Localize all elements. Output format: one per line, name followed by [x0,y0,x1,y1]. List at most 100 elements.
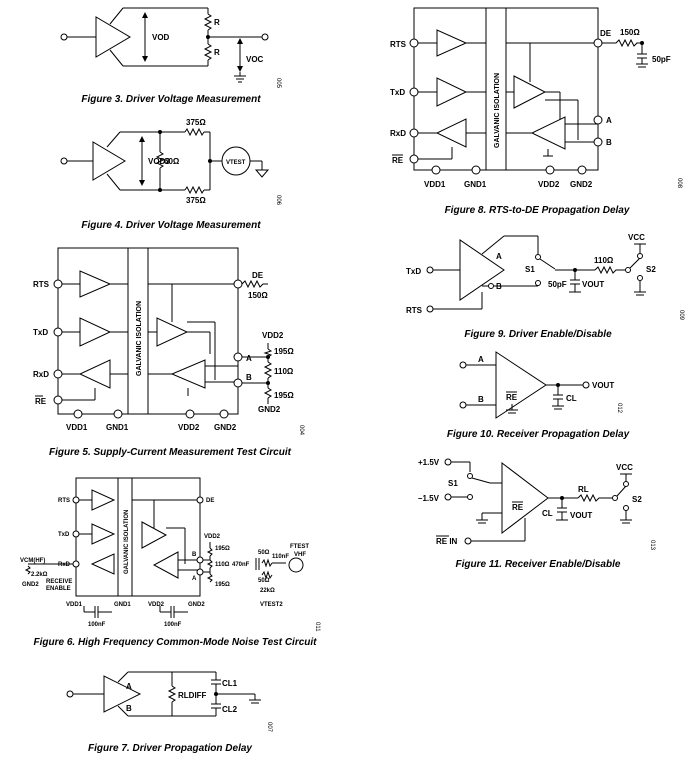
c100a-label: 100nF [88,622,106,628]
a-label: A [496,252,502,261]
rts-label: RTS [390,40,407,49]
isolation-barrier [117,477,133,597]
figure-4-driver-voltage: VOD3 60Ω 375Ω 375Ω VTEST 006 Figure 4. D… [60,118,281,231]
m15-label: –1.5V [418,494,440,503]
b-label: B [246,373,252,382]
vdd2-bottom-label: VDD2 [178,423,200,432]
driver-triangle [459,239,505,301]
voc-label: VOC [246,55,264,64]
figure-code: 006 [275,195,281,206]
figure-code: 009 [678,310,684,321]
re-label: RE [512,503,524,512]
figure-code: 011 [314,622,320,632]
figure-code: 013 [649,540,655,551]
figure-10-caption: Figure 10. Receiver Propagation Delay [447,429,630,440]
txd-label: TxD [406,267,421,276]
s2-label: S2 [632,495,642,504]
figure-11-caption: Figure 11. Receiver Enable/Disable [456,559,621,570]
txd-pin [53,327,63,337]
figure-6-caption: Figure 6. High Frequency Common-Mode Noi… [34,637,318,648]
s1-label: S1 [525,265,535,274]
r110-label: 110Ω [215,562,230,568]
s1-label: S1 [448,479,458,488]
isolation-barrier [127,247,149,415]
cl2-label: CL2 [222,705,238,714]
gnd2-left-label: GND2 [22,582,39,588]
driver-triangle [92,141,126,181]
vhf-label: VHF [294,552,306,558]
vout-label: VOUT [582,280,604,289]
r50-top-label: 50Ω [258,550,270,556]
figure-6-common-mode-noise: GALVANIC ISOLATION RTS DE TxD RxD B A VD… [20,477,320,648]
s2-label: S2 [646,265,656,274]
r375-top-label: 375Ω [186,118,206,127]
gnd1-label: GND1 [464,180,487,189]
vdd2-label: VDD2 [204,534,221,540]
re-label: RE [35,397,47,406]
a-label: A [126,682,132,691]
a-label: A [606,116,612,125]
re-label: RE [506,393,518,402]
driver-triangle [513,75,547,109]
de-label: DE [206,498,214,504]
receiver-triangle [530,116,566,150]
vod-label: VOD [152,33,170,42]
vcc-label: VCC [616,463,633,472]
figure-3-driver-voltage: VOD R R VOC 005 Figure 3. Driver Voltage… [60,7,281,105]
vdd2-label: VDD2 [538,180,560,189]
rts-label: RTS [33,280,50,289]
c110-label: 110nF [272,554,289,560]
receiver-triangle [495,351,547,419]
r195-bottom-label: 195Ω [215,582,230,588]
b-label: B [478,395,484,404]
figure-code: 004 [298,425,304,436]
figure-8-rts-de-delay: GALVANIC ISOLATION RTS DE 150Ω 50pF TxD … [390,7,682,216]
r-bottom-label: R [214,48,220,57]
figure-code: 008 [676,178,682,189]
txd-label: TxD [33,328,48,337]
r375-bottom-label: 375Ω [186,196,206,205]
cl-label: CL [566,394,577,403]
vhf-source-icon [288,557,304,573]
a-pin [233,352,243,362]
vdd1-label: VDD1 [66,602,83,608]
vcm-label: VCM(HF) [20,558,45,564]
b-label: B [192,552,197,558]
isolation-label: GALVANIC ISOLATION [124,510,130,574]
r195-top-label: 195Ω [215,546,230,552]
de-label: DE [252,271,264,280]
figure-5-supply-current: GALVANIC ISOLATION RTS DE 150Ω TxD RxD [33,247,304,458]
cl1-label: CL1 [222,679,238,688]
figure-7-driver-prop-delay: A B RLDIFF CL1 CL2 007 Figure 7. Driver … [66,671,272,754]
rts-label: RTS [58,498,70,504]
rxd-pin [53,369,63,379]
vout-label: VOUT [592,381,614,390]
cl-label: CL [542,509,553,518]
r110-label: 110Ω [274,367,294,376]
txd-label: TxD [390,88,405,97]
gnd1-label: GND1 [106,423,129,432]
p15-label: +1.5V [418,458,440,467]
rts-pin [53,279,63,289]
gnd2-bottom-label: GND2 [214,423,237,432]
figure-11-receiver-enable: +1.5V S1 –1.5V RE CL VOUT RL [418,458,655,570]
b-pin [233,378,243,388]
rxd-label: RxD [58,562,71,568]
figure-8-caption: Figure 8. RTS-to-DE Propagation Delay [445,205,630,216]
receiver-triangle [501,461,549,535]
figure-5-caption: Figure 5. Supply-Current Measurement Tes… [49,447,292,458]
c470-label: 470nF [232,562,250,568]
figure-code: 007 [266,722,272,733]
figure-7-caption: Figure 7. Driver Propagation Delay [88,743,252,754]
re-label: RE [392,156,404,165]
c50-label: 50pF [548,280,567,289]
c100b-label: 100nF [164,622,182,628]
b-label: B [126,704,132,713]
vdd2-label: VDD2 [262,331,284,340]
ftest-label: FTEST [290,544,309,550]
r195-bottom-label: 195Ω [274,391,294,400]
receive-label: RECEIVE [46,579,72,585]
vtest2-label: VTEST2 [260,602,283,608]
vdd1-label: VDD1 [424,180,446,189]
